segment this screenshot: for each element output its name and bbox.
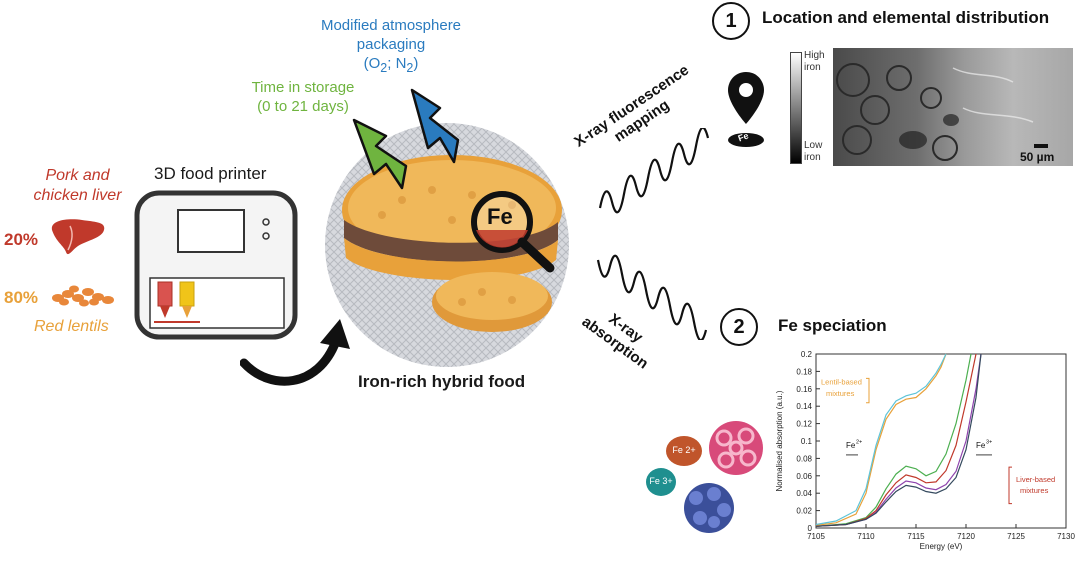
y-tick-label: 0	[808, 524, 813, 533]
gas-o: O	[368, 55, 381, 72]
fe2-annotation: Fe	[846, 441, 856, 450]
ferritin-protein-icon	[709, 421, 763, 475]
y-tick-label: 0.18	[796, 367, 812, 376]
scale-high-label: High iron	[804, 50, 825, 73]
y-tick-label: 0.02	[796, 507, 812, 516]
section2-number: 2	[720, 308, 758, 346]
xrf-wave	[598, 128, 710, 214]
series-line-4	[815, 353, 977, 527]
fe2-ball	[666, 436, 702, 466]
scalebar-line	[1034, 144, 1048, 148]
green-lightning-icon	[352, 118, 408, 190]
location-pin-icon	[728, 72, 764, 147]
fe-magnifier-label: Fe	[487, 204, 513, 229]
fe2-annotation-sup: 2+	[856, 440, 862, 446]
y-tick-label: 0.14	[796, 402, 812, 411]
xanes-chart: 0 0.02 0.04 0.06 0.08 0.1 0.12 0.14 0.16 0.18 0.2 7…	[775, 350, 1075, 551]
curved-arrow-icon	[240, 319, 350, 386]
y-tick-label: 0.06	[796, 472, 812, 481]
lentil-label: Red lentils	[34, 318, 109, 335]
lentil-annotation-line1: Lentil-based	[821, 377, 862, 386]
liver-bracket	[1008, 466, 1012, 505]
fe3-ball-label: Fe 3+	[649, 476, 673, 486]
gas-o-sub: 2	[380, 61, 388, 75]
liver-annotation-line1: Liver-based	[1016, 475, 1055, 484]
section1-title: Location and elemental distribution	[762, 8, 1050, 27]
gas-paren-close: )	[413, 55, 419, 72]
liver-label: Pork and chicken liver	[33, 167, 122, 204]
printer-label: 3D food printer	[154, 164, 267, 183]
y-tick-label: 0.2	[801, 350, 813, 359]
lentil-bracket	[866, 377, 870, 404]
map-title-line2: packaging	[356, 36, 426, 53]
x-tick-label: 7125	[1007, 532, 1025, 541]
blue-lightning-icon	[410, 88, 460, 164]
section1-number: 1	[712, 2, 750, 40]
y-tick-label: 0.1	[801, 437, 813, 446]
x-axis-label: Energy (eV)	[920, 542, 963, 551]
time-storage-title: Time in storage	[251, 79, 355, 96]
fe3-annotation-sup: 3+	[986, 440, 992, 446]
gas-paren-open: (	[363, 55, 369, 72]
map-title-line1: Modified atmosphere	[320, 17, 462, 34]
x-tick-label: 7130	[1057, 532, 1075, 541]
x-tick-label: 7110	[857, 532, 875, 541]
transferrin-protein-icon	[684, 483, 734, 533]
gas-sep: ; N	[387, 55, 407, 72]
chart-plot-area	[815, 353, 1067, 529]
magnifier-icon	[471, 191, 555, 273]
series-line-1	[815, 353, 947, 526]
fe2-ball-label: Fe 2+	[672, 445, 696, 455]
y-tick-label: 0.12	[796, 420, 812, 429]
lentils-icon	[52, 285, 114, 307]
scale-low-label: Low iron	[804, 140, 823, 163]
time-storage-range: (0 to 21 days)	[257, 98, 349, 115]
section2-title: Fe speciation	[778, 316, 887, 335]
lentil-annotation-line2: mixtures	[826, 389, 855, 398]
xas-wave	[596, 254, 708, 340]
liver-percentage: 20%	[4, 230, 39, 249]
map-gases: (O2; N2)	[316, 54, 466, 78]
gas-n-sub: 2	[406, 61, 414, 75]
y-tick-label: 0.08	[796, 454, 812, 463]
iron-scale-bar	[790, 52, 802, 164]
xrf-micrograph	[833, 48, 1073, 166]
fe3-annotation: Fe	[976, 441, 986, 450]
series-line-2	[815, 353, 972, 527]
liver-icon	[51, 219, 105, 255]
lentil-percentage: 80%	[4, 288, 39, 307]
food-label: Iron-rich hybrid food	[358, 372, 526, 391]
scalebar-label: 50 µm	[1020, 150, 1055, 164]
series-line-0	[815, 353, 947, 526]
y-tick-label: 0.16	[796, 385, 812, 394]
fe3-ball	[646, 468, 676, 496]
y-axis-label: Normalised absorption (a.u.)	[775, 390, 784, 491]
x-tick-label: 7120	[957, 532, 975, 541]
x-tick-label: 7115	[907, 532, 925, 541]
liver-annotation-line2: mixtures	[1020, 486, 1049, 495]
map-label: Modified atmosphere packaging (O2; N2)	[316, 16, 466, 78]
y-tick-label: 0.04	[796, 489, 812, 498]
time-storage-label: Time in storage (0 to 21 days)	[238, 78, 368, 116]
series-line-5	[815, 353, 982, 527]
x-tick-label: 7105	[807, 532, 825, 541]
3d-printer-icon	[134, 190, 298, 340]
